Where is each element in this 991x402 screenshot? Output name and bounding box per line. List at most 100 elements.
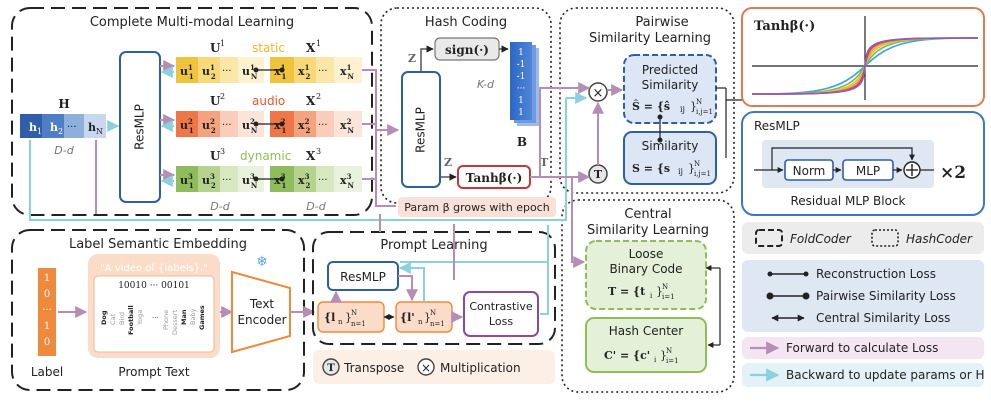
svg-text:x22: x22 (298, 117, 310, 135)
hash-center-eq: C' = {c' (604, 349, 650, 362)
svg-text:}: } (345, 311, 352, 324)
prompt-text-caption: Prompt Text (118, 365, 189, 379)
contrastive-loss-block (463, 291, 539, 337)
repeat-times: ×2 (940, 163, 966, 183)
hash-coding-panel: Hash Coding ResMLP sign(·) Z Z 1 -1 -1 ·… (380, 7, 556, 217)
snowflake-icon: ❄ (256, 254, 268, 270)
label-vector (38, 268, 56, 356)
label-bit-2: 0 (44, 289, 50, 300)
svg-text:u2N: u2N (242, 117, 258, 135)
svg-text:u12: u12 (202, 63, 216, 81)
norm-label: Norm (793, 164, 826, 178)
hash-center-label: Hash Center (609, 324, 684, 338)
h-cell-n: h (88, 121, 96, 134)
flow-lines (29, 69, 591, 280)
encoder-label-1: Text (249, 297, 275, 311)
multiply-node-label: × (593, 86, 604, 101)
svg-text:x3N: x3N (340, 172, 354, 190)
word-dog: Dog (100, 310, 108, 325)
svg-text:i: i (654, 356, 657, 364)
h-vector: h 1 h 2 ··· h N (20, 114, 106, 138)
label-bit-1: 1 (44, 273, 50, 284)
svg-text:n=1: n=1 (351, 320, 366, 328)
svg-text:n=1: n=1 (430, 320, 445, 328)
prompt-bits: 10010 ··· 00101 (118, 281, 190, 291)
svg-text:u31: u31 (180, 172, 194, 190)
central-title-1: Central (624, 207, 671, 222)
contrastive-label-2: Loss (489, 315, 513, 328)
svg-text:x12: x12 (298, 63, 310, 81)
tanh-label: Tanhβ(·) (466, 171, 523, 185)
svg-text:ij: ij (678, 167, 683, 176)
code-bit-3: -1 (517, 72, 526, 82)
code-bit-1: 1 (518, 48, 524, 58)
hash-resmlp-label: ResMLP (414, 107, 428, 153)
lpn-label: {l' (400, 311, 415, 324)
svg-text:x31: x31 (274, 172, 286, 190)
legend-recon: Reconstruction Loss (816, 267, 936, 281)
x3-label: X (306, 149, 316, 163)
svg-text:}: } (690, 100, 697, 113)
legend-pairwise: Pairwise Similarity Loss (816, 289, 956, 303)
prompt-template: "A video of {labels}." (100, 263, 208, 274)
svg-text:···: ··· (222, 175, 232, 186)
pairwise-panel: Pairwise Similarity Learning Predicted S… (559, 7, 735, 194)
legend: FoldCoder HashCoder Reconstruction Loss … (742, 222, 985, 387)
svg-text:···: ··· (222, 120, 232, 131)
code-bit-2: -1 (517, 60, 526, 70)
svg-text:···: ··· (318, 120, 328, 131)
loose-label-2: Binary Code (609, 262, 682, 276)
u2-sup: 2 (220, 92, 225, 101)
svg-text:N: N (666, 347, 672, 355)
svg-text:x32: x32 (298, 172, 310, 190)
svg-text:···: ··· (318, 66, 328, 77)
resmlp-caption: Residual MLP Block (790, 194, 905, 208)
complete-resmlp-label: ResMLP (133, 104, 147, 150)
svg-text:n: n (418, 318, 423, 326)
mod-audio-label: audio (252, 94, 285, 108)
pred-eq: Ŝ = {ŝ (632, 99, 670, 113)
sim-eq: S = {s (632, 162, 670, 175)
contrastive-label-1: Contrastive (469, 300, 533, 313)
param-note-bg (398, 197, 556, 217)
h-sub-1: 1 (37, 127, 42, 136)
svg-text:i=1: i=1 (662, 293, 675, 301)
u1-label: U (210, 41, 221, 55)
x2-label: X (306, 94, 316, 108)
h-cell-1: h (29, 121, 37, 134)
legend-forward: Forward to calculate Loss (786, 341, 938, 355)
h-sub-2: 2 (58, 127, 63, 136)
svg-text:u22: u22 (202, 117, 216, 135)
word-bird: Bird (118, 312, 126, 325)
legend-foldcoder: FoldCoder (790, 232, 852, 246)
svg-text:u1N: u1N (242, 63, 258, 81)
svg-text:ij: ij (680, 105, 685, 114)
svg-text:N: N (694, 160, 700, 168)
prompt-learning-panel: Prompt Learning ResMLP {l n } N n=1 {l' … (312, 231, 556, 345)
word-man: Man (180, 309, 188, 325)
sign-label: sign(·) (445, 43, 489, 57)
encoder-label-2: Encoder (237, 313, 286, 327)
complete-multimodal-panel: Complete Multi-modal Learning H h 1 h 2 … (11, 7, 373, 216)
tanh-panel: Tanhβ(·) (741, 7, 985, 107)
prompt-resmlp-label: ResMLP (340, 270, 386, 284)
word-yoga: Yoga (136, 310, 144, 326)
mod-dynamic-label: dynamic (240, 149, 291, 163)
svg-text:}: } (660, 349, 667, 362)
label-bit-dots: ··· (42, 305, 52, 316)
param-note: Param β grows with epoch (404, 201, 549, 214)
u1-sup: 1 (220, 39, 225, 48)
word-baby: Baby (189, 308, 197, 325)
svg-text:u21: u21 (180, 117, 194, 135)
h-cell-2: h (50, 121, 58, 134)
notes-bar: T Transpose × Multiplication (313, 350, 555, 384)
h-cell-dots: ··· (67, 122, 77, 133)
hash-title: Hash Coding (425, 15, 507, 30)
z-label-bottom: Z (444, 156, 452, 169)
resmlp-panel: ResMLP Norm MLP ×2 Residual MLP Block (741, 111, 985, 216)
note-transpose: Transpose (343, 361, 404, 375)
prompt-words: Dog Cat Bird Football Yoga ··· Phone Des… (100, 305, 206, 335)
